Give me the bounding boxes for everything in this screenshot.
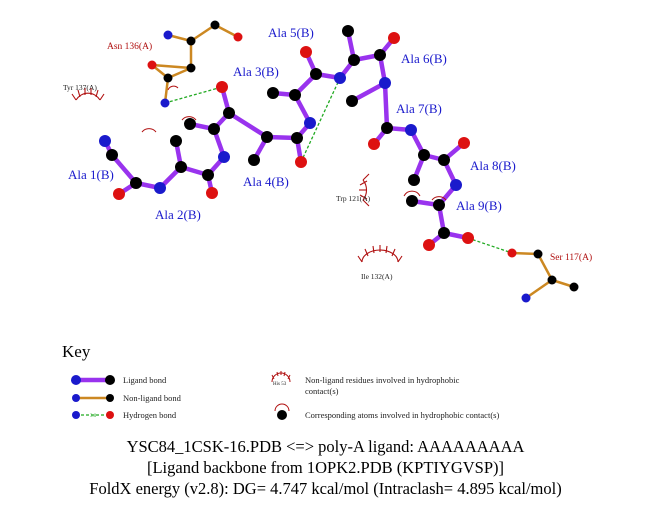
label-ala9: Ala 9(B) [456, 198, 502, 213]
key-hydrophobic-residues-label-2: contact(s) [305, 386, 339, 396]
key-nonligand-bond-label: Non-ligand bond [123, 393, 182, 403]
key-ligand-bond-sample [71, 375, 115, 385]
hydrophobic-atom-marks [141, 85, 447, 201]
key-hydrophobic-atoms-label: Corresponding atoms involved in hydropho… [305, 410, 499, 420]
tyr137-hydrophobic-arc [71, 88, 105, 101]
caption-line-2: [Ligand backbone from 1OPK2.PDB (KPTIYGV… [146, 458, 504, 477]
ile132-hydrophobic-arc [357, 245, 403, 263]
label-ala7: Ala 7(B) [396, 101, 442, 116]
label-ile132: Ile 132(A) [361, 272, 393, 281]
key-hydrogen-bond-sample: 3.0 [72, 411, 114, 419]
hydrogen-bonds [164, 77, 513, 254]
caption-line-1: YSC84_1CSK-16.PDB <=> poly-A ligand: AAA… [126, 437, 525, 456]
key-hydrogen-bond-label: Hydrogen bond [123, 410, 177, 420]
key-hbond-distance: 3.0 [90, 414, 97, 419]
caption: YSC84_1CSK-16.PDB <=> poly-A ligand: AAA… [0, 436, 651, 499]
key-example-residue: His 53 [273, 382, 287, 387]
label-ala6: Ala 6(B) [401, 51, 447, 66]
label-ala2: Ala 2(B) [155, 207, 201, 222]
ligplot-diagram: Ala 1(B) Ala 2(B) Ala 3(B) Ala 4(B) Ala … [63, 20, 592, 303]
label-ala8: Ala 8(B) [470, 158, 516, 173]
key-hydrophobic-residue-sample [271, 371, 291, 383]
label-ala5: Ala 5(B) [268, 25, 314, 40]
key-legend: Ligand bond Non-ligand bond 3.0 Hydrogen… [71, 371, 499, 420]
label-ala1: Ala 1(B) [68, 167, 114, 182]
label-trp121: Trp 121(A) [336, 194, 371, 203]
key-title: Key [62, 342, 91, 361]
label-ala4: Ala 4(B) [243, 174, 289, 189]
label-tyr137: Tyr 137(A) [63, 83, 97, 92]
label-asn136: Asn 136(A) [107, 41, 152, 52]
key-hydrophobic-residues-label-1: Non-ligand residues involved in hydropho… [305, 375, 460, 385]
key-nonligand-bond-sample [72, 394, 114, 402]
hydrophobic-arcs [71, 88, 403, 263]
key-ligand-bond-label: Ligand bond [123, 375, 167, 385]
caption-line-3: FoldX energy (v2.8): DG= 4.747 kcal/mol … [89, 479, 562, 498]
key-hydrophobic-atom-sample [274, 403, 290, 420]
atoms [99, 20, 579, 303]
label-ser117: Ser 117(A) [550, 252, 592, 263]
label-ala3: Ala 3(B) [233, 64, 279, 79]
trp121-hydrophobic-arc [359, 173, 370, 207]
